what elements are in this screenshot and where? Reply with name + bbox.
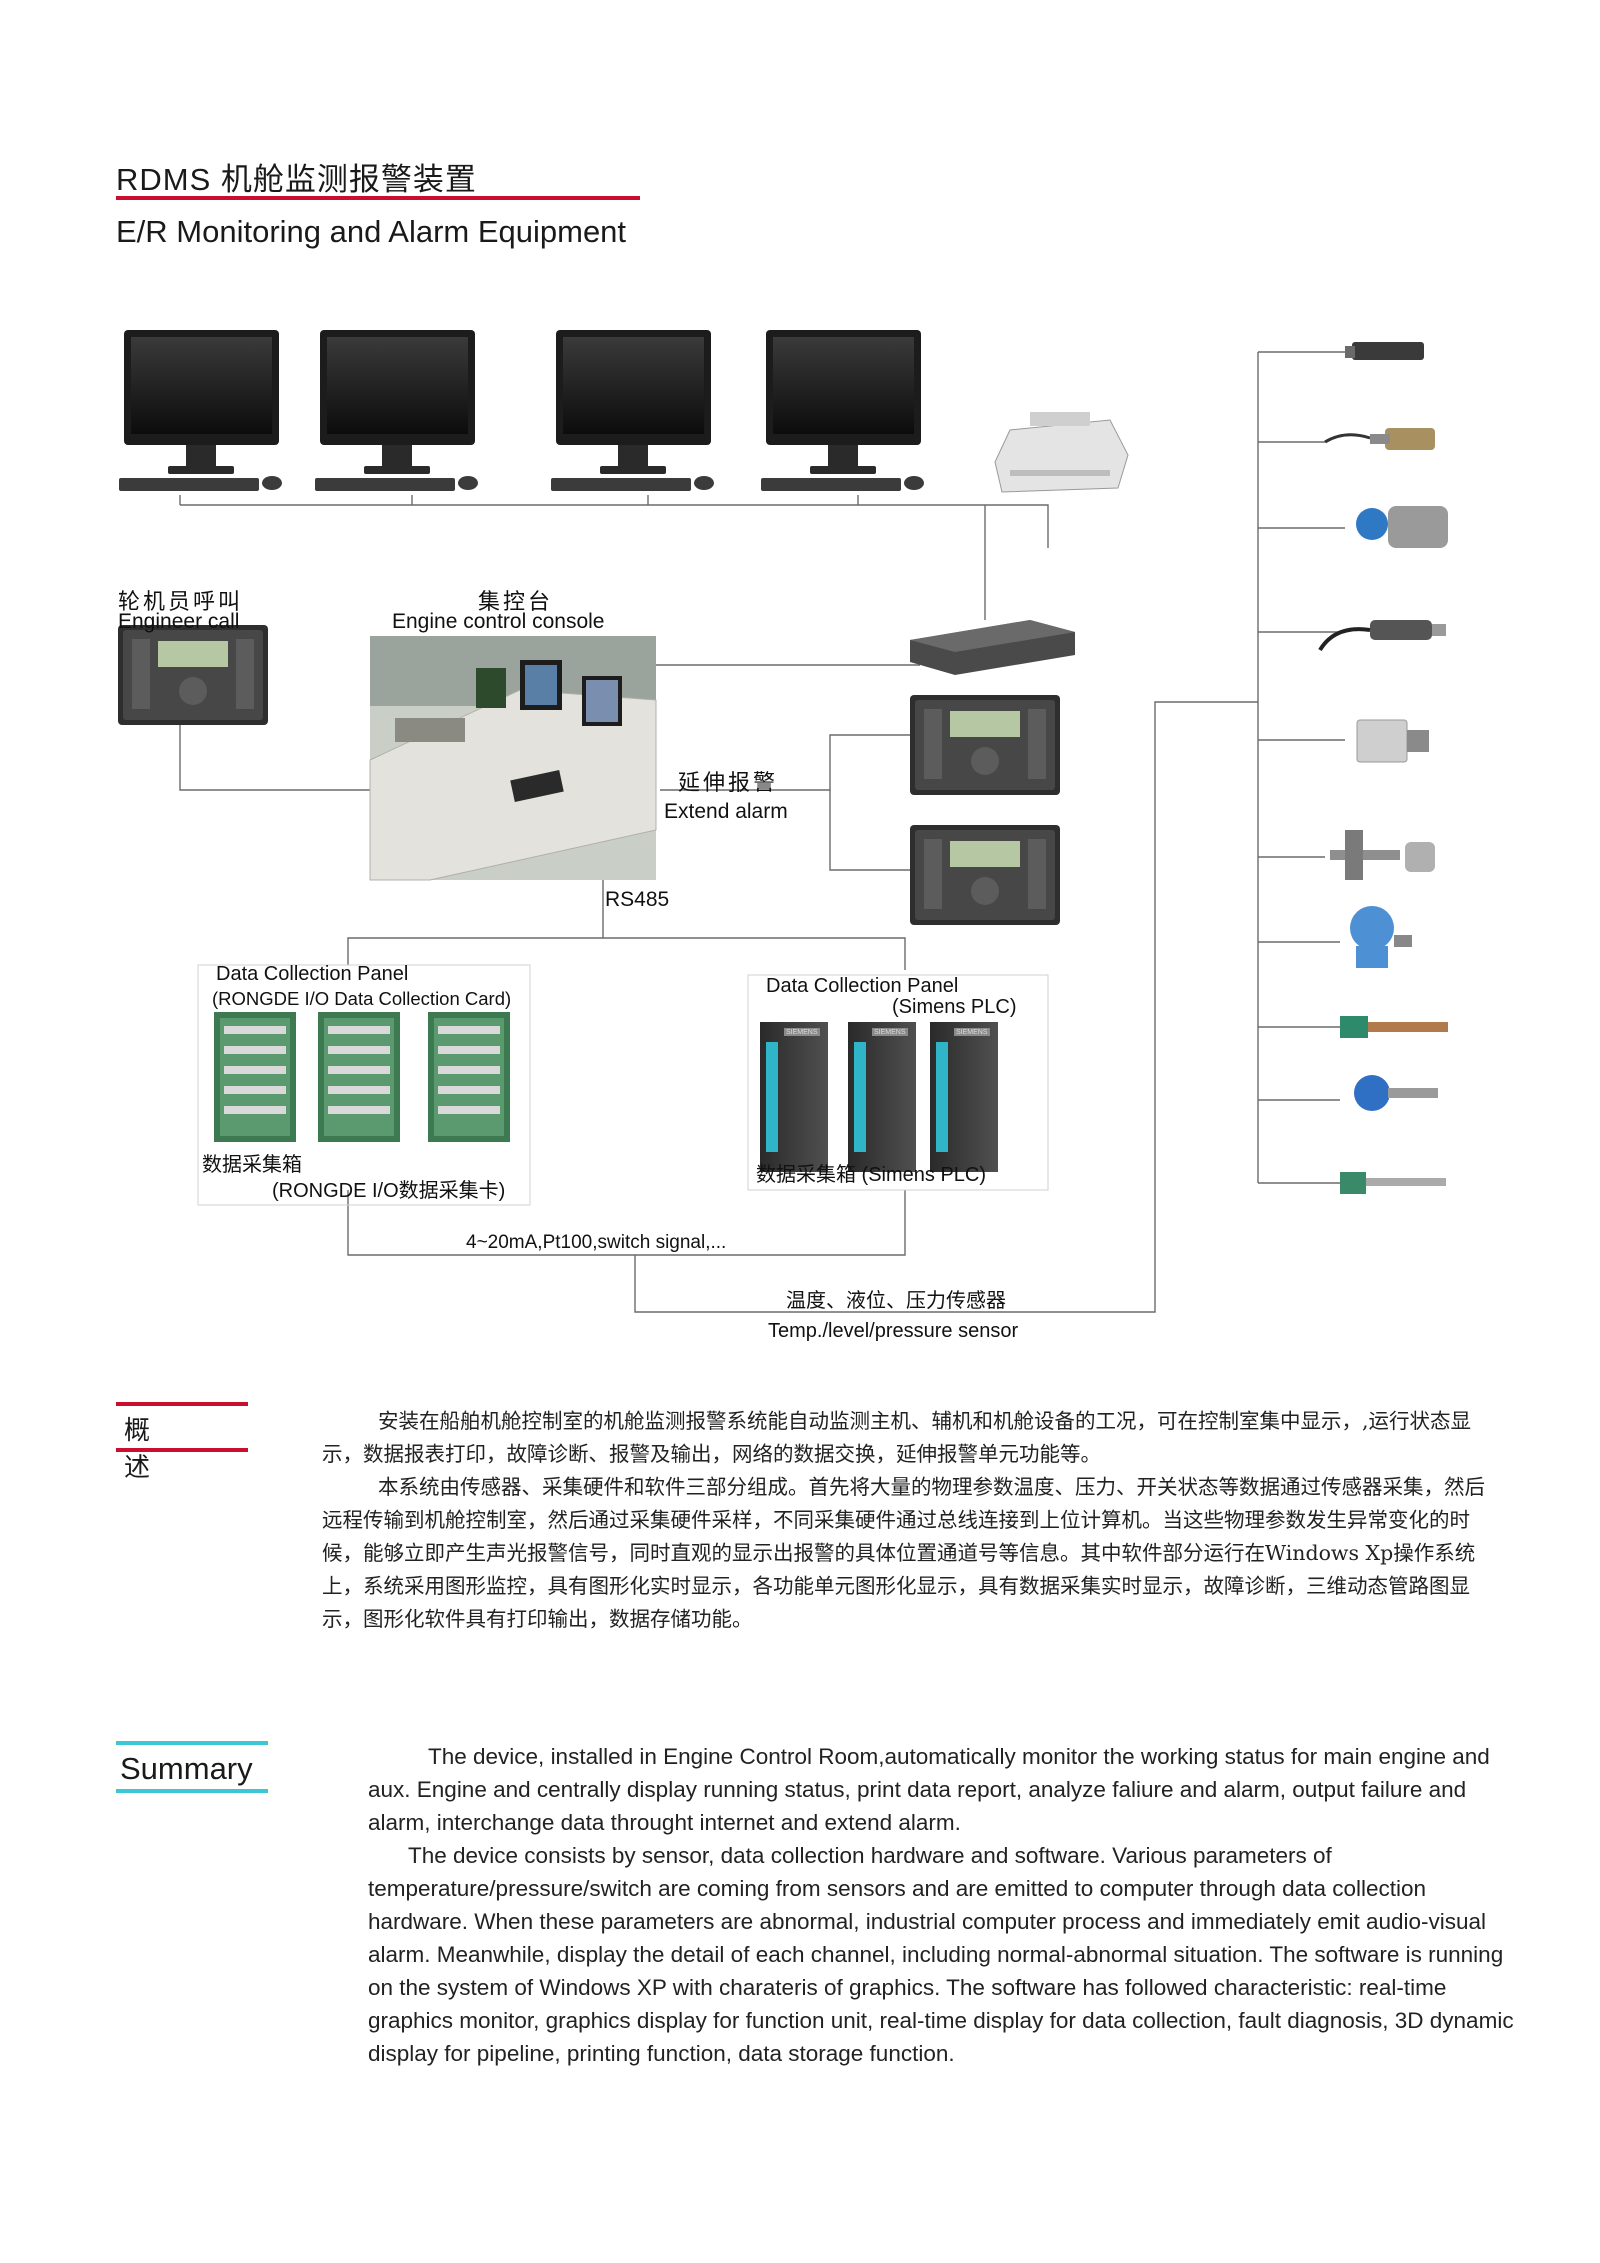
engineer-call-label-cn: 轮机员呼叫 [118, 590, 244, 615]
rtd-sensor-icon [1340, 1172, 1446, 1194]
siemens-plc-module-2 [848, 1022, 916, 1172]
printer-icon [994, 412, 1129, 493]
console-label-cn: 集控台 [478, 590, 554, 615]
data-collection-panel-siemens [747, 974, 1049, 1191]
operator-monitor-3 [551, 330, 714, 491]
console-label-en: Engine control console [392, 610, 605, 633]
operator-monitor-2 [315, 330, 478, 491]
thermocouple-icon [1340, 1016, 1448, 1038]
operator-monitor-1 [119, 330, 282, 491]
extend-alarm-panel-1 [910, 695, 1060, 795]
sensors-label-cn: 温度、液位、压力传感器 [786, 1290, 1006, 1312]
summary-paragraph-2: The device consists by sensor, data coll… [368, 1843, 1514, 2066]
signal-types-label: 4~20mA,Pt100,switch signal,... [466, 1232, 727, 1253]
temperature-transmitter-icon [1354, 1075, 1438, 1111]
siemens-plc-module-1 [760, 1022, 828, 1172]
network-switch-icon [910, 620, 1075, 675]
panel1-label-cn-2: (RONGDE I/O数据采集卡) [272, 1180, 506, 1202]
siemens-plc-module-3 [930, 1022, 998, 1172]
pressure-transmitter-blue-icon [1350, 906, 1412, 968]
panel1-label-cn: 数据采集箱 [202, 1154, 302, 1176]
rs485-bus-label: RS485 [605, 888, 670, 911]
rongde-io-card-1 [214, 1012, 296, 1142]
plc-brand-text-3: SIEMENS [956, 1029, 988, 1036]
panel2-label-cn: 数据采集箱 (Simens PLC) [756, 1164, 987, 1186]
overview-paragraph-2: 本系统由传感器、采集硬件和软件三部分组成。首先将大量的物理参数温度、压力、开关状… [322, 1475, 1485, 1631]
engine-control-console-image [369, 636, 657, 881]
plc-brand-text-2: SIEMENS [874, 1029, 906, 1036]
pressure-sensor-cable-icon [1318, 620, 1446, 652]
data-collection-panel-rongde [197, 964, 531, 1206]
panel1-subtitle: (RONGDE I/O Data Collection Card) [212, 988, 512, 1009]
extend-alarm-label-en: Extend alarm [664, 800, 788, 823]
summary-paragraph-1: The device, installed in Engine Control … [368, 1744, 1490, 1835]
summary-body: The device, installed in Engine Control … [368, 1740, 1518, 2070]
title-underline [116, 196, 640, 200]
extend-alarm-panel-2 [910, 825, 1060, 925]
panel1-title: Data Collection Panel [216, 963, 409, 985]
operator-monitor-4 [761, 330, 924, 491]
panel2-subtitle: (Simens PLC) [892, 996, 1017, 1018]
overview-paragraph-1: 安装在船舶机舱控制室的机舱监测报警系统能自动监测主机、辅机和机舱设备的工况，可在… [322, 1409, 1472, 1466]
panel2-title: Data Collection Panel [766, 975, 959, 997]
temperature-probe-icon [1324, 428, 1435, 450]
overview-body: 安装在船舶机舱控制室的机舱监测报警系统能自动监测主机、辅机和机舱设备的工况，可在… [322, 1405, 1502, 1636]
rongde-io-card-3 [428, 1012, 510, 1142]
engineer-call-label-en: Engineer call [118, 610, 240, 633]
sensors-label-en: Temp./level/pressure sensor [768, 1320, 1019, 1342]
plc-brand-text-1: SIEMENS [786, 1029, 818, 1036]
page-title-en: E/R Monitoring and Alarm Equipment [116, 214, 627, 249]
temperature-switch-icon [1356, 719, 1429, 763]
rongde-io-card-2 [318, 1012, 400, 1142]
system-diagram: SIEMENS SIEMENS SIEMENS [118, 330, 1448, 1313]
engineer-call-panel-icon [118, 625, 268, 725]
level-switch-icon [1356, 506, 1448, 548]
connection-lines [179, 351, 1345, 1313]
float-level-sensor-icon [1330, 830, 1435, 880]
extend-alarm-label-cn: 延伸报警 [678, 771, 779, 796]
pressure-transmitter-icon [1345, 342, 1424, 360]
page-title-cn: RDMS 机舱监测报警装置 [116, 162, 477, 197]
